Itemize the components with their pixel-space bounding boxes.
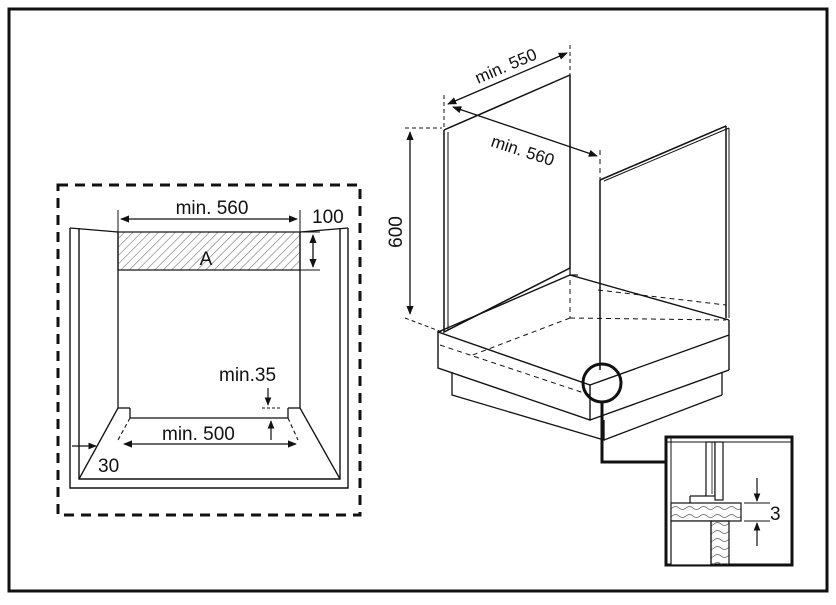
- front-view: A min. 560 100 min.35 min. 500 30: [56, 183, 362, 517]
- height-ext-bottom-dashed: [404, 317, 443, 333]
- min-560-cabinet-label: min. 560: [489, 132, 557, 170]
- detail-callout-circle: [581, 362, 623, 404]
- left-top-edge: [69, 227, 119, 233]
- detail-side-panel: [705, 441, 716, 497]
- base-top-right-edge: [589, 334, 730, 386]
- right-panel-top-edge: [599, 125, 727, 181]
- min-35-label: min.35: [219, 365, 276, 386]
- outer-frame: [7, 7, 829, 593]
- cabinet-view: min. 550 min. 560 600: [386, 45, 730, 464]
- base-bottom-right-edge: [589, 369, 730, 421]
- shelf-back-edges: [437, 274, 730, 333]
- detail-view: 3: [664, 435, 794, 567]
- gap-3-label: 3: [770, 504, 781, 525]
- niche-inner-outline: [78, 228, 341, 480]
- detail-lower-board: [710, 520, 730, 566]
- detail-callout-leader: [600, 402, 666, 464]
- side-30-label: 30: [98, 456, 119, 477]
- ventilation-area-a: [117, 231, 301, 271]
- left-floor-diagonal: [78, 407, 119, 480]
- hidden-back-line: [569, 317, 727, 321]
- base-front-face: [437, 331, 591, 421]
- niche-outer-outline: [69, 228, 349, 489]
- min-550-label: min. 550: [472, 45, 539, 88]
- min-500-label: min. 500: [162, 424, 235, 445]
- area-a-label: A: [200, 249, 213, 270]
- plinth-front: [451, 372, 605, 441]
- plinth-bottom-edge: [603, 394, 723, 441]
- front-view-dashed-border: [56, 183, 362, 517]
- min-550-dimension-arrow: [447, 52, 568, 105]
- dimension-100-label: 100: [312, 207, 344, 228]
- opening-left-dashed: [117, 417, 131, 441]
- right-panel-top-thickness: [603, 127, 730, 182]
- min-560-cabinet-arrow: [452, 106, 598, 157]
- min-560-front-label: min. 560: [176, 198, 249, 219]
- hidden-diagonal-line: [469, 317, 571, 357]
- right-floor-diagonal: [299, 407, 341, 480]
- detail-shelf-board: [670, 502, 742, 522]
- right-top-edge: [299, 227, 349, 233]
- back-panel-top-edge: [443, 74, 571, 131]
- opening-right-dashed: [287, 417, 299, 441]
- dimension-600-label: 600: [386, 216, 407, 248]
- detail-lower-block: [670, 520, 712, 566]
- hidden-shelf-line: [597, 289, 727, 306]
- detail-side-panel-edge: [714, 441, 724, 501]
- back-panel-outline: [443, 75, 571, 334]
